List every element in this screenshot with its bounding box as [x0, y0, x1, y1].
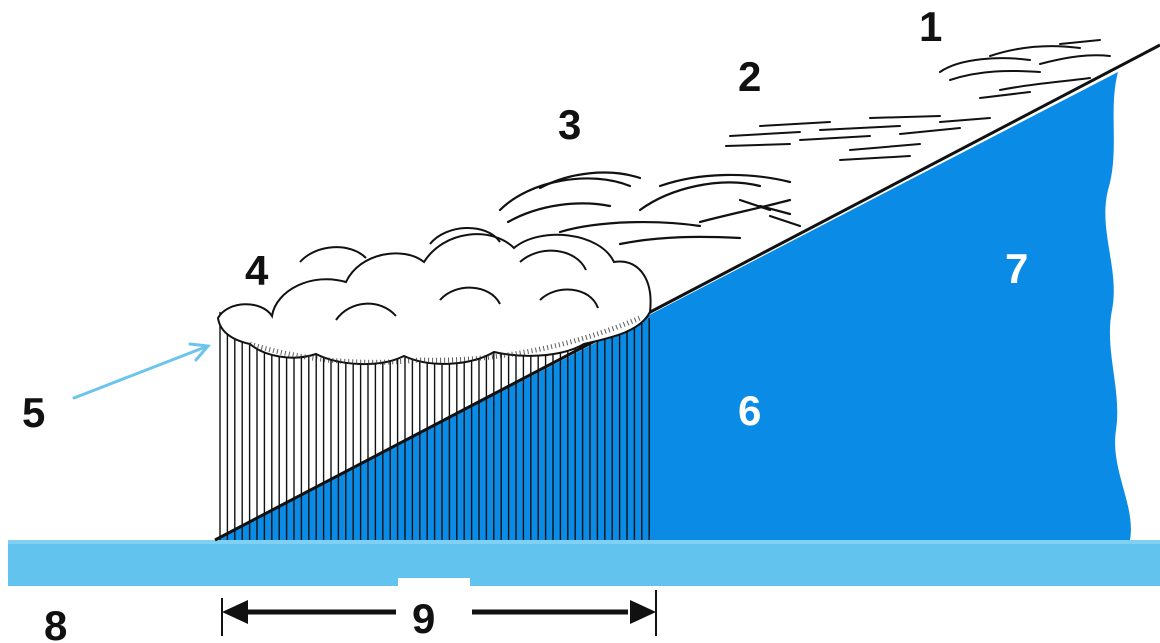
- label-9: 9: [412, 595, 436, 642]
- ground-label-gap: [398, 578, 470, 590]
- ground-surface: [8, 540, 1160, 586]
- label-7: 7: [1005, 245, 1029, 292]
- arrow-5: [72, 342, 211, 400]
- label-4: 4: [245, 247, 269, 294]
- label-8: 8: [44, 602, 68, 643]
- ground-surface-top: [8, 540, 1160, 544]
- precipitation-streaks: [219, 312, 650, 540]
- frontal-surface-line: [214, 43, 1160, 542]
- cold-air-wedge: [215, 72, 1131, 540]
- label-3: 3: [558, 101, 582, 148]
- label-6: 6: [738, 387, 762, 434]
- label-1: 1: [919, 3, 943, 50]
- altostratus-cloud: [498, 171, 802, 246]
- dimension-arrow-9: [221, 590, 657, 636]
- cirrus-cloud: [939, 39, 1111, 99]
- label-5: 5: [22, 389, 46, 436]
- nimbostratus-base-shading: [249, 315, 641, 365]
- cirrostratus-cloud: [725, 115, 991, 161]
- label-2: 2: [738, 53, 762, 100]
- nimbostratus-cloud: [216, 227, 652, 365]
